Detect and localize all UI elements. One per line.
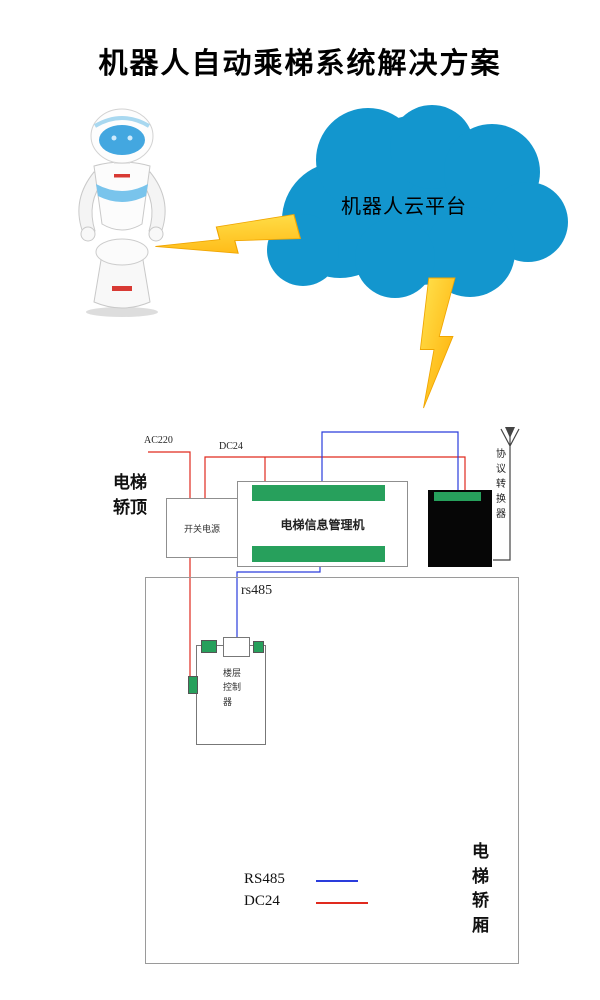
- protocol-converter-label: 协议转换器: [496, 449, 506, 520]
- lightning-bolt-horizontal-icon: [155, 214, 302, 254]
- protocol-connector-strip: [434, 492, 481, 501]
- rs485-wire-label: rs485: [241, 583, 273, 598]
- robot-illustration: [78, 108, 166, 317]
- info-manager-label: 电梯信息管理机: [280, 517, 365, 532]
- legend-rs485-label: RS485: [244, 871, 285, 887]
- floor-controller-port-green-right: [253, 641, 264, 653]
- elevator-car-label: 电梯轿厢: [472, 842, 489, 935]
- connector-strip-bottom: [252, 546, 385, 562]
- lightning-bolt-vertical-icon: [419, 277, 456, 409]
- floor-controller-port-green-left: [201, 640, 217, 653]
- legend-dc24-line: [316, 902, 368, 904]
- connector-strip-top: [252, 485, 385, 501]
- rs485-wires: [236, 431, 459, 646]
- antenna-icon: [493, 427, 520, 561]
- info-manager-box: 电梯信息管理机: [237, 481, 408, 567]
- legend-dc24-label: DC24: [244, 893, 280, 909]
- floor-controller-port-white: [223, 637, 250, 657]
- cloud-shape: [267, 105, 568, 298]
- switch-power-box: 开关电源: [166, 498, 238, 558]
- floor-controller-port-green-side: [188, 676, 198, 694]
- elevator-car-outline: [145, 577, 519, 964]
- elevator-car-top-label: 电梯轿顶: [113, 473, 147, 517]
- protocol-converter-box: [428, 490, 492, 567]
- legend-rs485-line: [316, 880, 358, 882]
- ac220-label: AC220: [144, 435, 173, 446]
- switch-power-label: 开关电源: [183, 523, 220, 534]
- page-title: 机器人自动乘梯系统解决方案: [98, 48, 502, 80]
- dc24-label: DC24: [219, 441, 243, 452]
- floor-controller-label: 楼层控制器: [223, 668, 242, 707]
- cloud-label: 机器人云平台: [341, 196, 467, 218]
- floor-controller-box: 楼层控制器: [196, 645, 266, 745]
